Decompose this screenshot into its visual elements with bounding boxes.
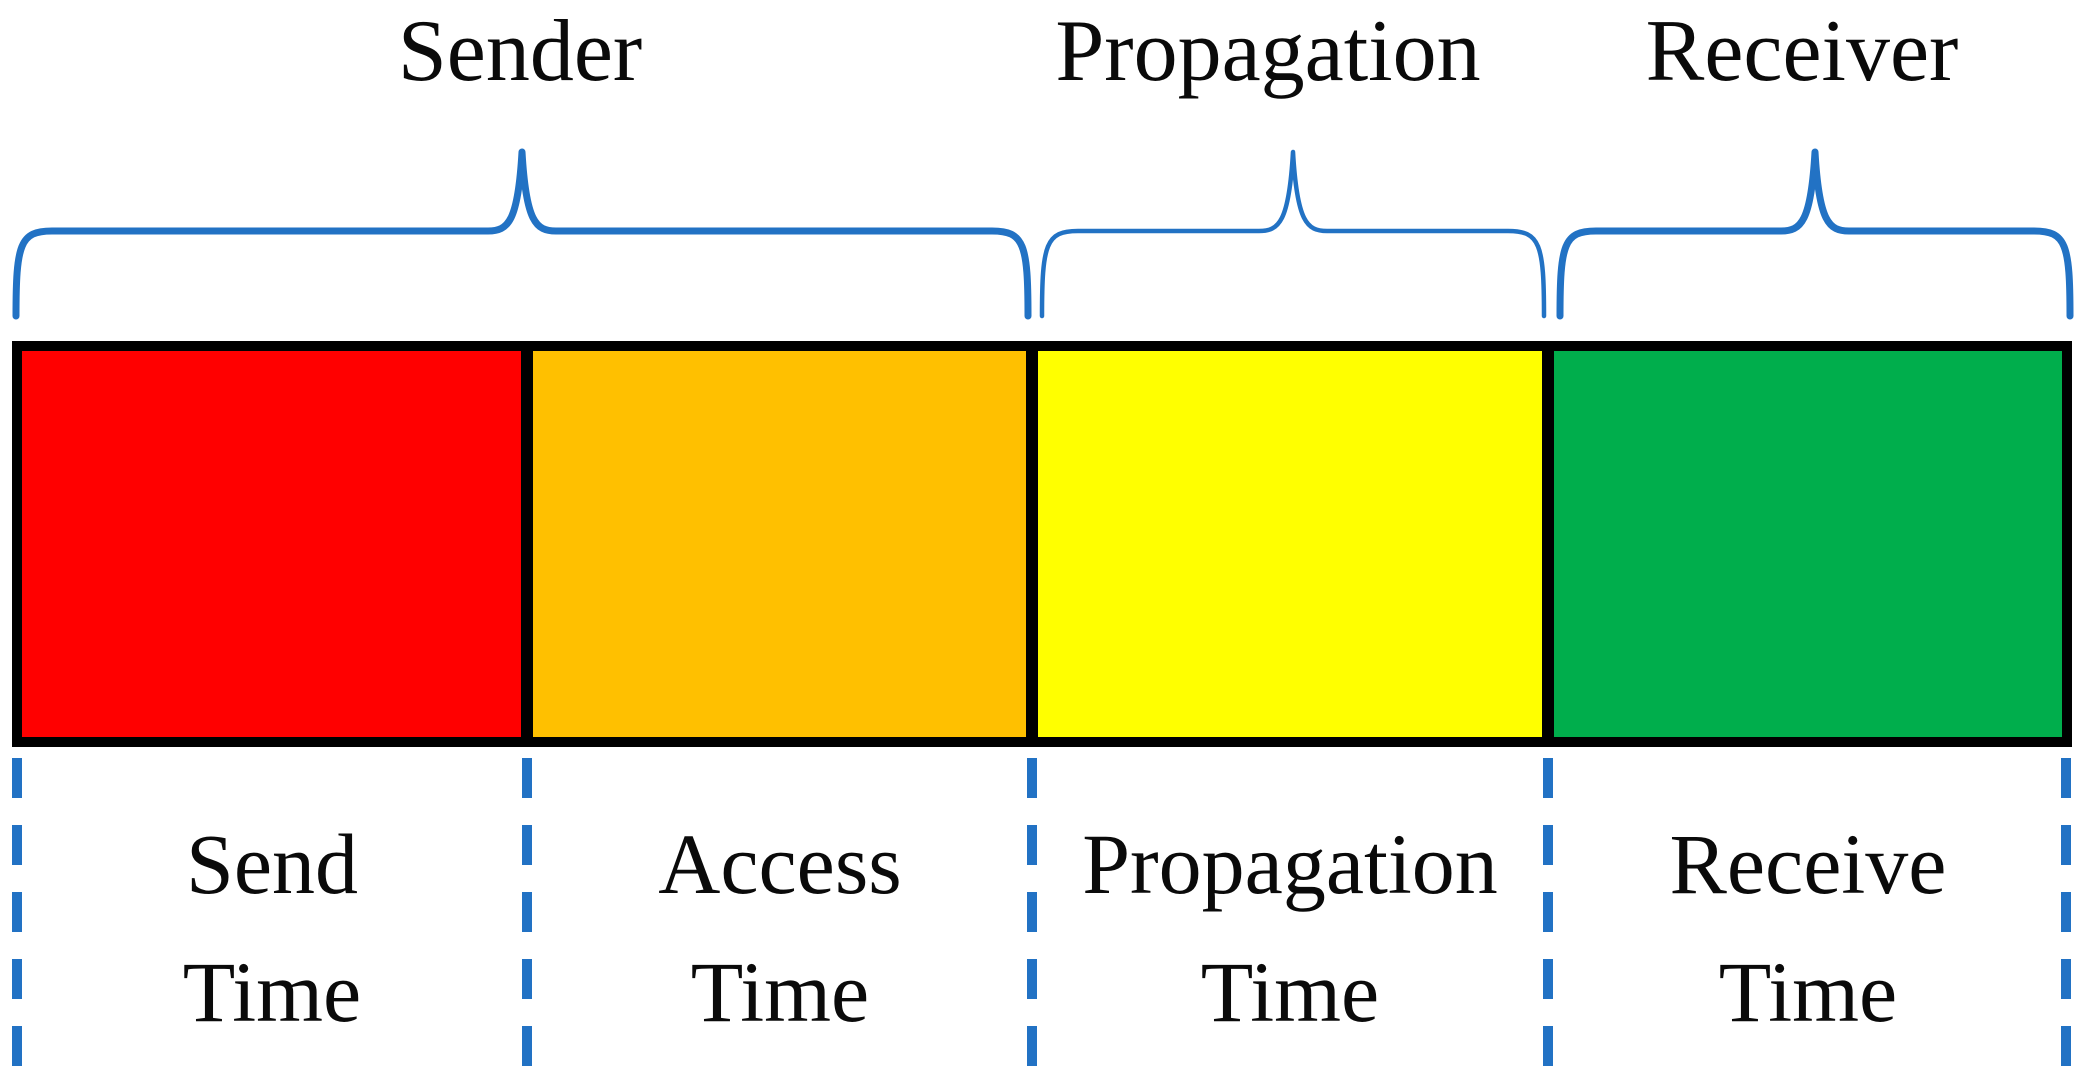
group-label-propagation: Propagation: [1055, 3, 1481, 100]
segment-label-send-time: Send Time: [17, 800, 527, 1056]
group-label-sender: Sender: [397, 3, 643, 100]
sender-brace-icon: [12, 148, 1032, 320]
segment-label-receive-time: Receive Time: [1553, 800, 2063, 1056]
segment-send-time: [22, 351, 521, 737]
segment-label-line: Time: [690, 944, 870, 1040]
dashed-divider-propagation-receive: [1543, 758, 1553, 1088]
segment-label-line: Time: [1718, 944, 1898, 1040]
dashed-divider-access-propagation: [1027, 758, 1037, 1088]
segment-label-propagation-time: Propagation Time: [1035, 800, 1545, 1056]
dashed-divider-left-edge: [12, 758, 22, 1088]
propagation-brace-icon: [1039, 149, 1547, 319]
segment-receive-time: [1554, 351, 2062, 737]
timeline-bar: [12, 341, 2072, 747]
segment-label-access-time: Access Time: [525, 800, 1035, 1056]
segment-label-line: Access: [658, 816, 902, 912]
receiver-brace-icon: [1556, 148, 2074, 320]
segment-label-line: Time: [182, 944, 362, 1040]
segment-label-line: Send: [186, 816, 358, 912]
segment-access-time: [533, 351, 1026, 737]
segment-propagation-time: [1038, 351, 1542, 737]
dashed-divider-right-edge: [2061, 758, 2071, 1088]
segment-label-line: Receive: [1669, 816, 1947, 912]
segment-label-line: Propagation: [1082, 816, 1498, 912]
dashed-divider-send-access: [522, 758, 532, 1088]
segment-label-line: Time: [1200, 944, 1380, 1040]
group-label-receiver: Receiver: [1645, 3, 1959, 100]
